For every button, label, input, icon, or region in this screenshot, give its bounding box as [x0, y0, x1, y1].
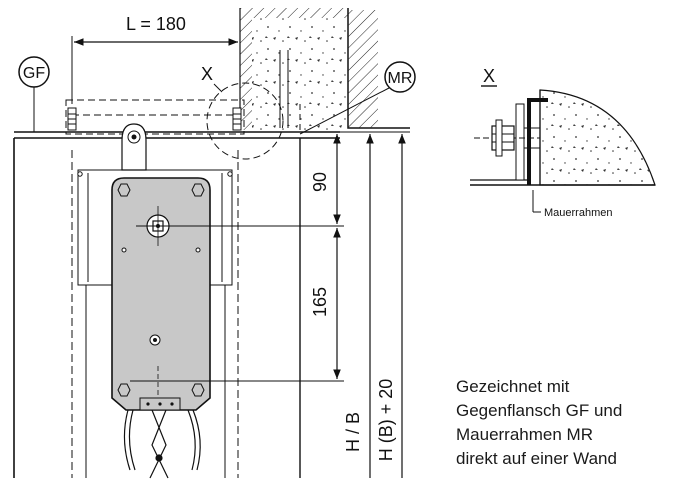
bolt-left [67, 107, 77, 131]
gf-label: GF [23, 65, 45, 82]
cables [123, 409, 201, 479]
detail-x-view: X Mauerrahmen [470, 66, 656, 219]
mr-callout: MR [299, 61, 416, 135]
dim-165-label: 165 [310, 287, 330, 317]
actuator [111, 177, 344, 411]
hinge [121, 123, 147, 171]
caption-line-4: direkt auf einer Wand [456, 449, 617, 468]
mr-label: MR [388, 70, 413, 87]
detail-x-marker: X [201, 64, 284, 160]
duct-body [13, 138, 301, 478]
wall [239, 8, 410, 130]
wall-frame-label: Mauerrahmen [544, 207, 612, 219]
caption-line-2: Gegenflansch GF und [456, 401, 623, 420]
bolt-right [232, 107, 242, 131]
dim-90-label: 90 [310, 172, 330, 192]
vertical-dimensions: 90 165 H / B H (B) + 20 [300, 131, 410, 478]
counterflange [14, 99, 340, 171]
gf-callout: GF [18, 56, 50, 132]
caption-line-1: Gezeichnet mit [456, 377, 570, 396]
caption: Gezeichnet mit Gegenflansch GF und Mauer… [456, 375, 676, 471]
dim-hb20-label: H (B) + 20 [376, 379, 396, 462]
caption-line-3: Mauerrahmen MR [456, 425, 593, 444]
detail-title: X [483, 66, 495, 86]
dimension-length: L = 180 [71, 14, 241, 104]
detail-x-label: X [201, 64, 213, 84]
dim-hb-label: H / B [343, 412, 363, 452]
dimension-length-label: L = 180 [126, 14, 186, 34]
